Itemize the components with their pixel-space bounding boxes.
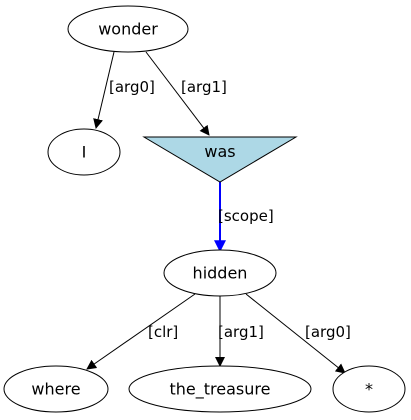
node-label-star: * bbox=[365, 380, 373, 399]
edge-label-hidden-where: [clr] bbox=[148, 323, 178, 341]
node-label-was: was bbox=[204, 142, 235, 161]
edge-wonder-was bbox=[145, 51, 210, 136]
edge-hidden-where bbox=[86, 293, 196, 370]
node-wonder: wonder bbox=[67, 5, 189, 53]
node-label-the-treasure: the_treasure bbox=[170, 380, 271, 400]
edge-label-hidden-star: [arg0] bbox=[305, 323, 351, 341]
edge-label-was-hidden: [scope] bbox=[218, 207, 274, 225]
triangle-node-shape bbox=[142, 136, 298, 183]
node-hidden: hidden bbox=[163, 249, 277, 297]
node-star: * bbox=[332, 365, 406, 413]
edge-label-wonder-was: [arg1] bbox=[181, 78, 227, 96]
node-label-where: where bbox=[31, 380, 80, 399]
node-label-hidden: hidden bbox=[193, 264, 248, 283]
edge-label-wonder-i: [arg0] bbox=[109, 78, 155, 96]
node-label-i: I bbox=[82, 143, 87, 162]
node-the-treasure: the_treasure bbox=[128, 365, 312, 413]
node-where: where bbox=[3, 365, 109, 413]
node-was: was bbox=[142, 136, 298, 183]
node-i: I bbox=[47, 128, 121, 176]
edge-wonder-i bbox=[93, 51, 115, 129]
node-label-wonder: wonder bbox=[98, 20, 158, 39]
edge-hidden-star bbox=[245, 293, 346, 374]
edge-label-hidden-the-treasure: [arg1] bbox=[218, 323, 264, 341]
